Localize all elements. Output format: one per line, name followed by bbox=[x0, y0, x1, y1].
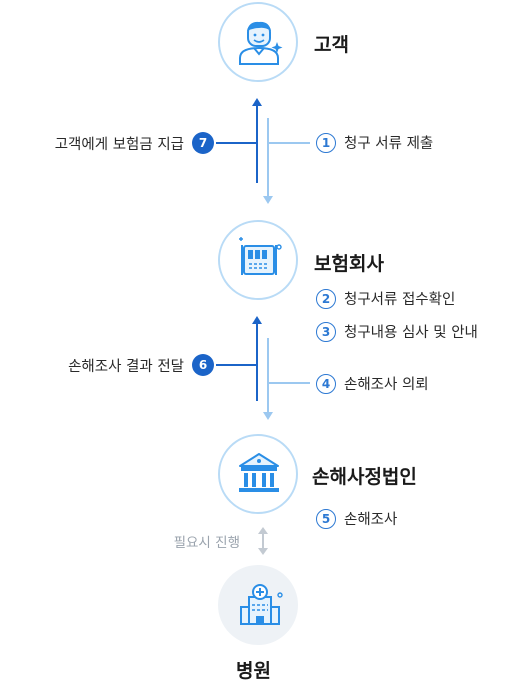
step-6-label: 손해조사 결과 전달 bbox=[68, 358, 184, 375]
hospital-building-icon bbox=[240, 584, 283, 625]
insurer-title: 보험회사 bbox=[314, 253, 384, 275]
adjuster-node bbox=[218, 434, 298, 514]
step-3-label: 청구내용 심사 및 안내 bbox=[344, 325, 478, 341]
step-2-number: 2 bbox=[316, 288, 336, 309]
step-7-number: 7 bbox=[192, 132, 214, 154]
step-4-number: 4 bbox=[316, 373, 336, 394]
customer-title: 고객 bbox=[314, 34, 349, 56]
step-4: 4 손해조사 의뢰 bbox=[316, 373, 429, 394]
step-7-label: 고객에게 보험금 지급 bbox=[54, 136, 184, 153]
step-6-number: 6 bbox=[192, 354, 214, 376]
hospital-node bbox=[218, 565, 298, 645]
step-6: 손해조사 결과 전달 6 bbox=[68, 354, 214, 376]
bank-building-icon bbox=[239, 453, 279, 492]
customer-node bbox=[218, 2, 298, 82]
office-building-icon bbox=[239, 237, 282, 275]
step-1-label: 청구 서류 제출 bbox=[344, 136, 434, 152]
step-7: 고객에게 보험금 지급 7 bbox=[55, 132, 214, 154]
insurer-node bbox=[218, 220, 298, 300]
step-3: 3 청구내용 심사 및 안내 bbox=[316, 321, 478, 342]
step-2-label: 청구서류 접수확인 bbox=[344, 292, 456, 308]
step-2: 2 청구서류 접수확인 bbox=[316, 288, 455, 309]
customer-avatar-icon bbox=[239, 21, 283, 65]
hospital-title: 병원 bbox=[236, 660, 271, 682]
adjuster-title: 손해사정법인 bbox=[312, 466, 417, 488]
step-5: 5 손해조사 bbox=[316, 508, 397, 529]
step-5-number: 5 bbox=[316, 508, 336, 529]
step-5-label: 손해조사 bbox=[344, 512, 398, 528]
step-1: 1 청구 서류 제출 bbox=[316, 132, 433, 153]
step-3-number: 3 bbox=[316, 321, 336, 342]
step-4-label: 손해조사 의뢰 bbox=[344, 377, 429, 393]
step-1-number: 1 bbox=[316, 132, 336, 153]
hospital-hint: 필요시 진행 bbox=[173, 535, 240, 551]
